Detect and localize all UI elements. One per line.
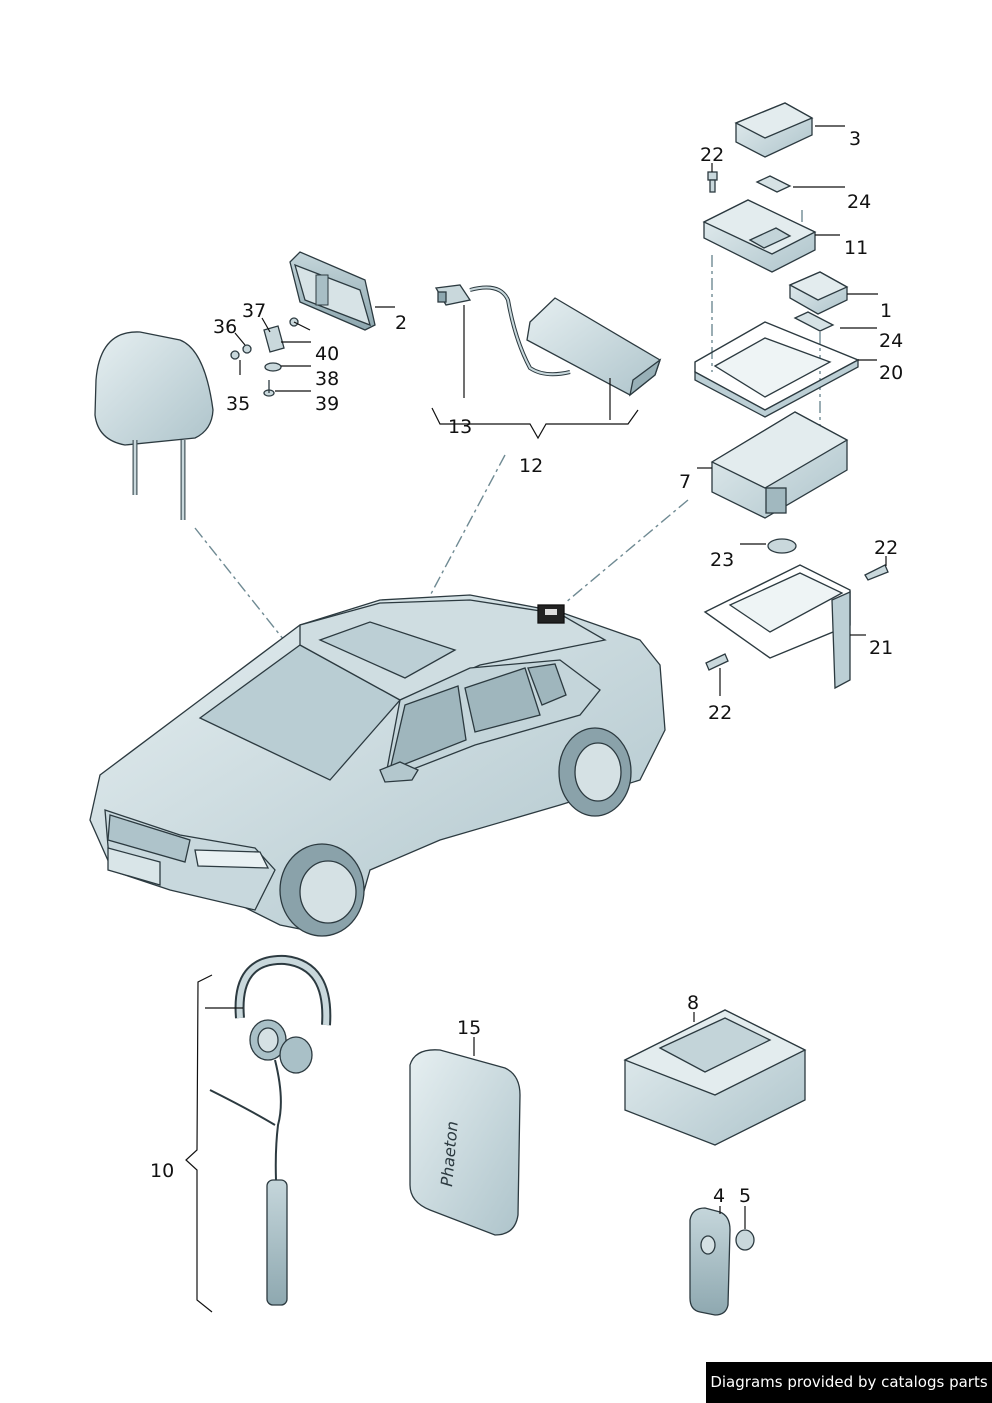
headphones [209,954,332,1306]
callout-4: 4 [713,1185,725,1207]
callout-37: 37 [242,300,266,322]
callout-24-top: 24 [847,191,871,213]
case-15: Phaeton [409,1049,521,1236]
unit-3 [734,102,814,158]
callout-labels: 3 22 24 11 1 24 20 7 23 22 21 22 2 37 36… [150,128,903,1207]
callout-13: 13 [448,416,472,438]
battery-5 [735,1229,755,1251]
callout-23: 23 [710,549,734,571]
callout-36: 36 [213,316,237,338]
callout-35: 35 [226,393,250,415]
label-24-top [755,175,792,193]
callout-38: 38 [315,368,339,390]
bracket-21 [703,564,851,690]
label-24-mid [793,311,835,332]
callout-lines [185,125,887,1313]
screw-22-right [864,564,889,581]
callout-11: 11 [844,237,868,259]
remote-control [689,1207,731,1316]
bracket-20 [694,321,860,418]
callout-22-right: 22 [874,537,898,559]
callout-10: 10 [150,1160,174,1182]
callout-15: 15 [457,1017,481,1039]
unit-11 [702,199,817,273]
callout-1: 1 [880,300,892,322]
credit-banner: Diagrams provided by catalogs parts [706,1362,992,1403]
callout-8: 8 [687,992,699,1014]
screw-22-top [707,171,718,193]
callout-22-bottom: 22 [708,702,732,724]
unit-8 [623,1009,807,1146]
callout-21: 21 [869,637,893,659]
callout-5: 5 [739,1185,751,1207]
mounting-hardware [230,317,311,397]
callout-3: 3 [849,128,861,150]
callout-40: 40 [315,343,339,365]
unit-7 [710,411,849,519]
screw-22-left [705,653,729,671]
callout-2: 2 [395,312,407,334]
callout-12: 12 [519,455,543,477]
roof-module [434,284,662,397]
callout-39: 39 [315,393,339,415]
callout-20: 20 [879,362,903,384]
headrest [94,331,214,520]
car-illustration [89,594,666,937]
unit-1 [788,271,849,315]
disc-23 [767,538,797,554]
callout-7: 7 [679,471,691,493]
callout-22-top: 22 [700,144,724,166]
callout-24-mid: 24 [879,330,903,352]
monitor-screen [289,251,376,331]
